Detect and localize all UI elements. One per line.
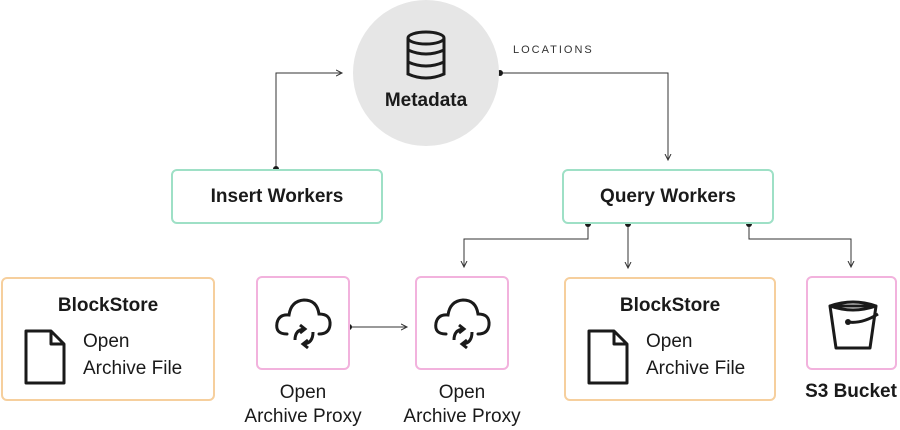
bucket-icon — [828, 300, 879, 350]
blockstore-line2: Archive File — [83, 358, 183, 379]
edge-insert-to-metadata — [275, 73, 342, 169]
archive-proxy-a-node — [256, 276, 350, 370]
locations-edge-label: LOCATIONS — [513, 44, 594, 56]
archive-proxy-a-line2: Archive Proxy — [244, 406, 362, 427]
blockstore-line1: Open — [83, 331, 130, 352]
archive-proxy-b-line1: Open — [438, 382, 486, 403]
database-icon — [406, 30, 446, 80]
insert-workers-label: Insert Workers — [210, 185, 344, 207]
archive-proxy-a-line1: Open — [279, 382, 327, 403]
file-icon — [587, 329, 629, 385]
blockstore-left-node: BlockStore Open Archive File — [1, 277, 215, 401]
metadata-node — [353, 0, 499, 146]
blockstore-right-node: BlockStore Open Archive File — [564, 277, 776, 401]
blockstore-title: BlockStore — [57, 295, 159, 316]
archive-proxy-b-line2: Archive Proxy — [403, 406, 521, 427]
cloud-sync-icon — [434, 298, 491, 350]
blockstore-line1: Open — [646, 331, 693, 352]
blockstore-line2: Archive File — [646, 358, 746, 379]
insert-workers-node: Insert Workers — [171, 169, 383, 224]
cloud-sync-icon — [275, 298, 332, 350]
query-workers-node: Query Workers — [562, 169, 774, 224]
s3-bucket-label: S3 Bucket — [805, 381, 897, 402]
query-workers-label: Query Workers — [600, 185, 736, 207]
edge-query-to-s3 — [748, 224, 851, 267]
edge-metadata-to-query — [500, 72, 668, 160]
edge-query-to-proxy — [464, 224, 589, 267]
metadata-label: Metadata — [384, 90, 468, 111]
blockstore-title: BlockStore — [619, 295, 721, 316]
file-icon — [24, 329, 66, 385]
archive-proxy-b-node — [415, 276, 509, 370]
s3-bucket-node — [806, 276, 897, 370]
